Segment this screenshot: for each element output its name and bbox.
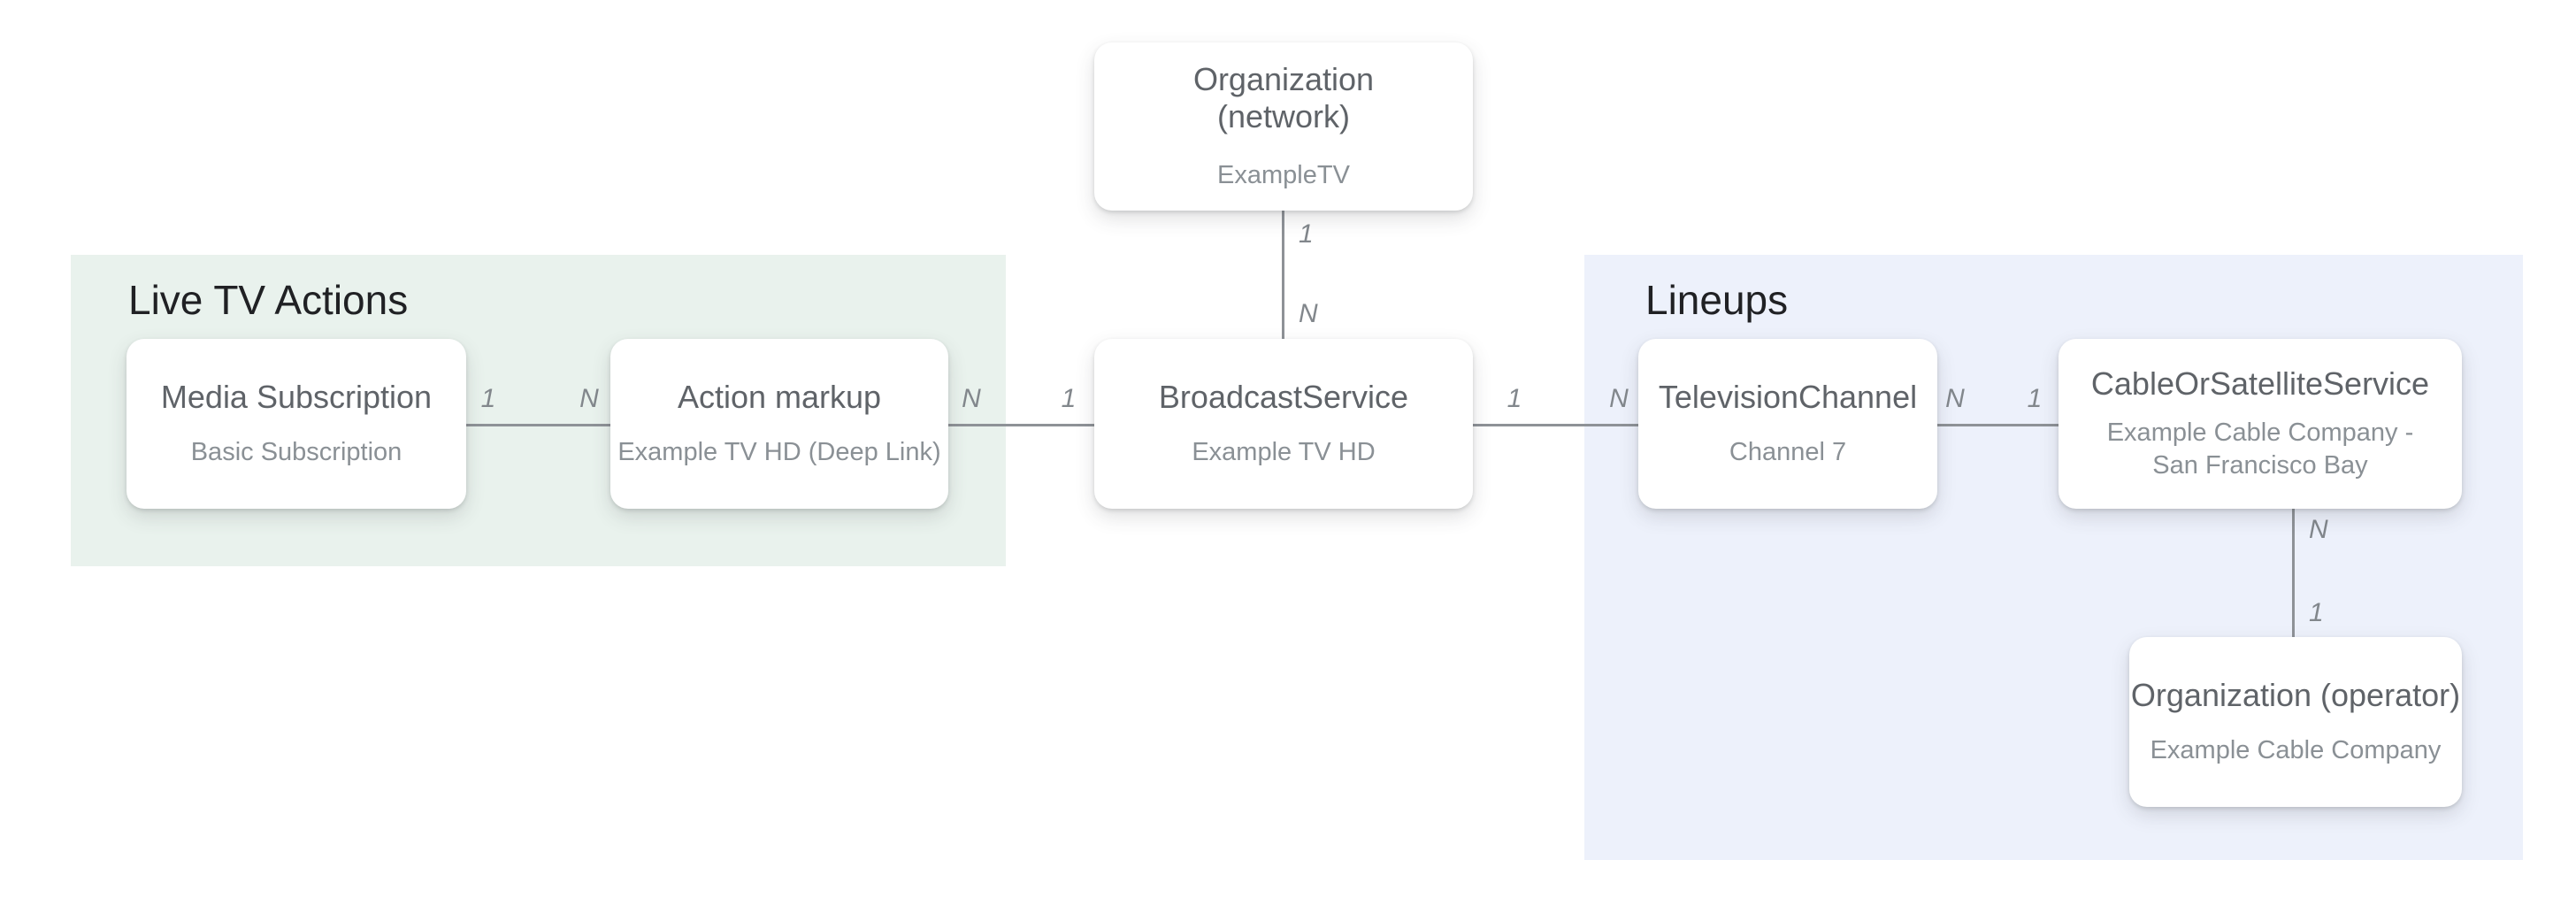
cardinality-label: 1 xyxy=(2309,598,2324,627)
node-subtitle: Example Cable Company - San Francisco Ba… xyxy=(2106,418,2414,480)
node-title: Action markup xyxy=(677,379,882,416)
node-subtitle: Basic Subscription xyxy=(190,437,402,466)
region-live-tv-actions-title: Live TV Actions xyxy=(128,277,409,323)
cardinality-label: N xyxy=(2309,515,2328,544)
node-subtitle: Example TV HD xyxy=(1192,437,1376,466)
node-title: BroadcastService xyxy=(1158,379,1409,416)
node-action-markup: Action markup Example TV HD (Deep Link) xyxy=(610,339,948,509)
cardinality-label: 1 xyxy=(1061,384,1077,413)
cardinality-label: N xyxy=(1609,384,1629,413)
node-organization-operator: Organization (operator) Example Cable Co… xyxy=(2129,637,2462,807)
node-title-line2: (network) xyxy=(1216,98,1351,135)
node-subtitle: Channel 7 xyxy=(1729,437,1847,466)
region-lineups-title: Lineups xyxy=(1645,277,1789,323)
cardinality-label: N xyxy=(962,384,981,413)
cardinality-label: 1 xyxy=(1506,384,1522,413)
node-television-channel: TelevisionChannel Channel 7 xyxy=(1638,339,1937,509)
cardinality-label: N xyxy=(1945,384,1965,413)
connector-broadcast-to-television xyxy=(1473,424,1638,426)
node-title: CableOrSatelliteService xyxy=(2090,365,2430,402)
connector-action-to-broadcast xyxy=(948,424,1094,426)
connector-cable-to-operator xyxy=(2292,509,2295,637)
connector-television-to-cable xyxy=(1937,424,2058,426)
node-subtitle: ExampleTV xyxy=(1217,160,1350,189)
connector-media-to-action xyxy=(466,424,610,426)
node-organization-network: Organization (network) ExampleTV xyxy=(1094,42,1473,211)
cardinality-label: 1 xyxy=(1299,219,1314,249)
cardinality-label: N xyxy=(579,384,599,413)
node-media-subscription: Media Subscription Basic Subscription xyxy=(126,339,466,509)
node-title: Organization (network) xyxy=(1193,61,1374,136)
node-subtitle: Example TV HD (Deep Link) xyxy=(617,437,941,466)
cardinality-label: N xyxy=(1299,299,1318,328)
node-title: Media Subscription xyxy=(160,379,433,416)
node-cable-or-satellite-service: CableOrSatelliteService Example Cable Co… xyxy=(2058,339,2462,509)
node-broadcast-service: BroadcastService Example TV HD xyxy=(1094,339,1473,509)
connector-network-to-broadcast xyxy=(1282,211,1284,339)
node-subtitle: Example Cable Company xyxy=(2150,735,2442,764)
node-title: Organization (operator) xyxy=(2130,677,2461,714)
cardinality-label: 1 xyxy=(2027,384,2043,413)
cardinality-label: 1 xyxy=(480,384,496,413)
node-title: TelevisionChannel xyxy=(1658,379,1918,416)
node-title-line1: Organization xyxy=(1192,60,1375,97)
